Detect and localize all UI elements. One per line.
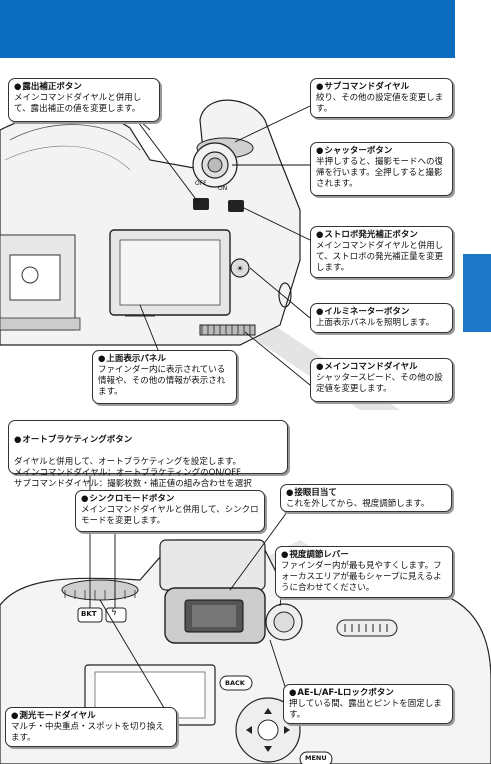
callout-eyepiece-cup: 接眼目当て これを外してから、視度調節します。 (280, 484, 452, 512)
callout-title: オートブラケティングボタン (14, 435, 282, 446)
callout-title: ストロボ発光補正ボタン (316, 230, 447, 241)
off-label: OFF (195, 180, 207, 187)
flash-sync-icon: ϟ (111, 608, 117, 618)
callout-body: ファインダー内が最も見やすくします。フォーカスエリアが最もシャープに見えるように… (281, 561, 442, 593)
callout-body: シャッタースピード、その他の設定値を変更します。 (316, 373, 443, 394)
callout-title: イルミネーターボタン (316, 307, 447, 318)
callout-sub-command-dial: サブコマンドダイヤル 絞り、その他の設定値を変更します。 (310, 78, 453, 118)
header-band (0, 0, 455, 58)
callout-title: 測光モードダイヤル (11, 711, 171, 722)
callout-diopter-lever: 視度調節レバー ファインダー内が最も見やすくします。フォーカスエリアが最もシャー… (275, 546, 453, 598)
callout-body: メインコマンドダイヤルと併用して、露出補正の値を変更します。 (14, 93, 142, 114)
callout-title: 露出補正ボタン (14, 82, 154, 93)
callout-illuminator-button: イルミネーターボタン 上面表示パネルを照明します。 (310, 303, 453, 333)
callout-body: 半押しすると、撮影モードへの復帰を行います。全押しすると撮影されます。 (316, 157, 443, 189)
section-tab (463, 254, 491, 332)
callout-top-display-panel: 上面表示パネル ファインダー内に表示されている情報や、その他の情報が表示されます… (92, 350, 237, 404)
callout-metering-dial: 測光モードダイヤル マルチ・中央重点・スポットを切り換えます。 (5, 707, 177, 747)
callout-title: シャッターボタン (316, 146, 447, 157)
menu-button-label: MENU (305, 754, 327, 762)
callout-body: マルチ・中央重点・スポットを切り換えます。 (11, 722, 165, 743)
callout-body: ダイヤルと併用して、オートブラケティングを設定します。 メインコマンドダイヤル：… (14, 457, 252, 489)
callout-sync-mode: シンクロモードボタン メインコマンドダイヤルと併用して、シンクロモードを変更しま… (75, 490, 265, 532)
callout-shutter-button: シャッターボタン 半押しすると、撮影モードへの復帰を行います。全押しすると撮影さ… (310, 142, 453, 196)
back-button-label: BACK (225, 679, 245, 687)
callout-body: メインコマンドダイヤルと併用して、シンクロモードを変更します。 (81, 505, 259, 526)
callout-ae-af-lock: AE-L/AF-Lロックボタン 押している間、露出とピントを固定します。 (283, 684, 453, 724)
callout-title: 視度調節レバー (281, 550, 447, 561)
callout-exposure-compensation: 露出補正ボタン メインコマンドダイヤルと併用して、露出補正の値を変更します。 (8, 78, 160, 122)
callout-body: ファインダー内に表示されている情報や、その他の情報が表示されます。 (98, 365, 226, 397)
on-label: ON (218, 185, 228, 192)
callout-title: サブコマンドダイヤル (316, 82, 447, 93)
callout-title: シンクロモードボタン (81, 494, 259, 505)
callout-body: 絞り、その他の設定値を変更します。 (316, 93, 444, 114)
callout-body: 押している間、露出とピントを固定します。 (289, 699, 442, 720)
callout-body: これを外してから、視度調節します。 (286, 499, 430, 509)
svg-text:☀: ☀ (236, 264, 243, 273)
callout-main-command-dial: メインコマンドダイヤル シャッタースピード、その他の設定値を変更します。 (310, 358, 453, 402)
callout-body: メインコマンドダイヤルと併用して、ストロボの発光補正量を変更します。 (316, 241, 444, 273)
callout-title: AE-L/AF-Lロックボタン (289, 688, 447, 699)
callout-title: 上面表示パネル (98, 354, 231, 365)
callout-title: 接眼目当て (286, 488, 446, 499)
callout-auto-bracketing: オートブラケティングボタン ダイヤルと併用して、オートブラケティングを設定します… (8, 420, 288, 489)
callout-body: 上面表示パネルを照明します。 (316, 318, 435, 328)
callout-title: メインコマンドダイヤル (316, 362, 447, 373)
bkt-button-label: BKT (81, 610, 97, 618)
callout-strobe-compensation: ストロボ発光補正ボタン メインコマンドダイヤルと併用して、ストロボの発光補正量を… (310, 226, 453, 278)
